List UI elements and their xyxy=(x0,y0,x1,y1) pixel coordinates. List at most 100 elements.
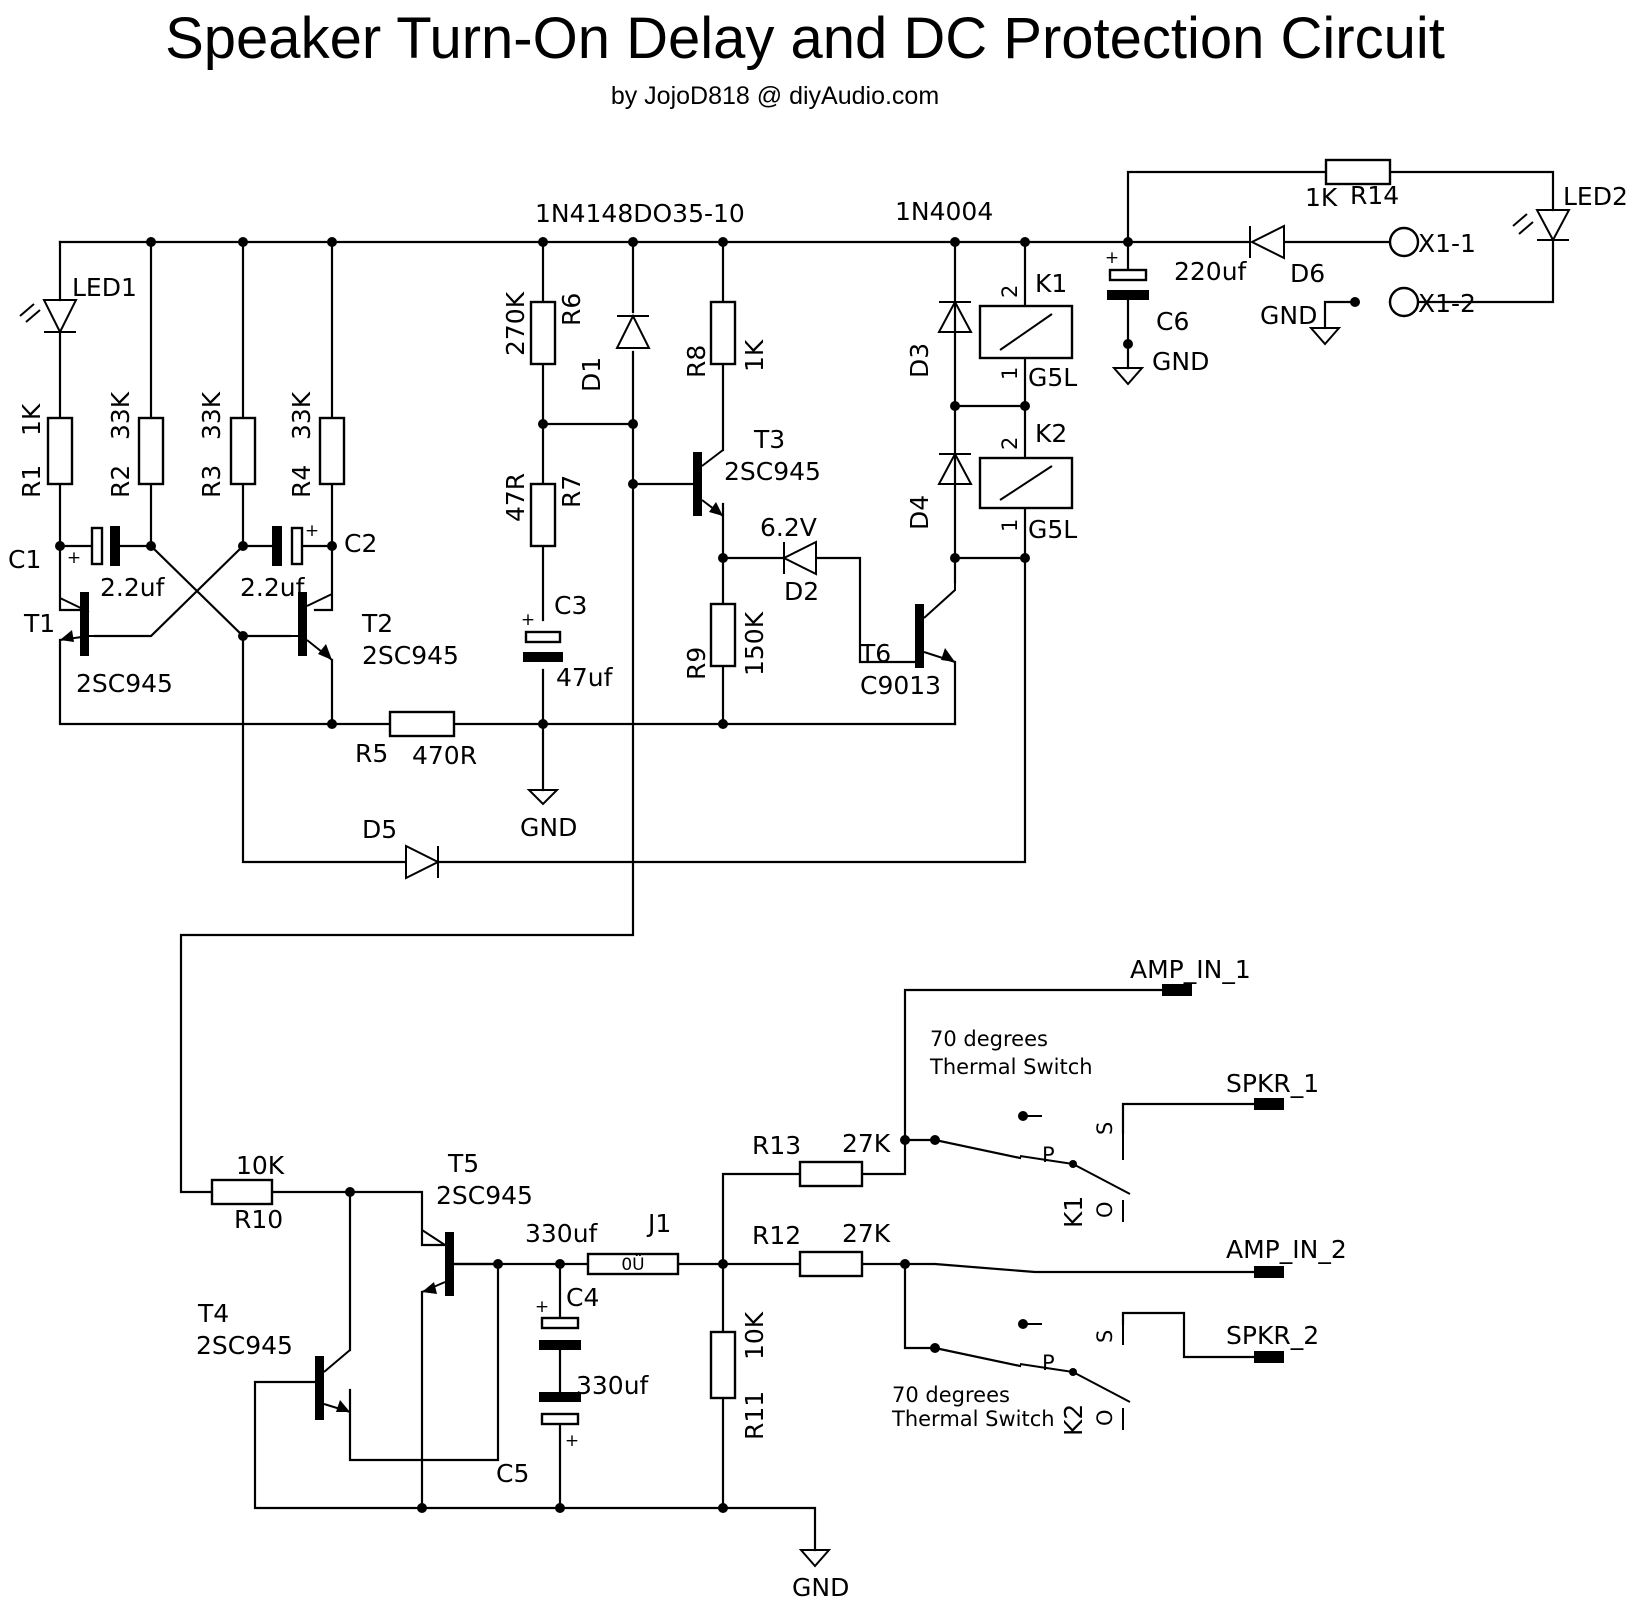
diode-d3 xyxy=(937,299,973,333)
capacitor-c3-plate xyxy=(524,630,562,644)
label-t3: T3 xyxy=(753,425,785,454)
label-j1-c4v: 330uf xyxy=(525,1219,599,1248)
label-r1: R1 xyxy=(17,465,46,498)
label-t5-type: 2SC945 xyxy=(436,1181,533,1210)
bottom-wires xyxy=(253,988,1256,1552)
label-gnd-c3: GND xyxy=(520,813,577,842)
label-r11v: 10K xyxy=(740,1311,769,1360)
transistor-t3 xyxy=(693,452,702,516)
label-gnd-c6: GND xyxy=(1152,347,1209,376)
label-c2v: 2.2uf xyxy=(240,573,306,602)
label-t6: T6 xyxy=(859,639,891,668)
svg-text:+: + xyxy=(521,610,535,630)
svg-text:+: + xyxy=(305,521,319,541)
label-t4: T4 xyxy=(197,1299,229,1328)
capacitor-c4-neg xyxy=(539,1340,581,1350)
label-k2: K2 xyxy=(1035,419,1067,448)
label-c6v: 220uf xyxy=(1174,257,1248,286)
label-c2: C2 xyxy=(344,529,377,558)
transistors xyxy=(59,449,956,1420)
connectors xyxy=(1162,226,1420,1363)
label-j1: J1 xyxy=(646,1209,671,1238)
junction-dots xyxy=(55,237,1360,1513)
label-r9v: 150K xyxy=(740,611,769,676)
component-labels: LED1 LED2 1K R1 33K R2 33K R3 33K R4 C1 … xyxy=(8,181,1628,1602)
top-wires xyxy=(58,170,1555,1194)
label-r4v: 33K xyxy=(287,391,316,440)
label-t2-type: 2SC945 xyxy=(362,641,459,670)
label-r5: R5 xyxy=(355,739,388,768)
label-r6: R6 xyxy=(557,293,586,326)
resistor-r1 xyxy=(46,416,74,486)
diode-d6 xyxy=(1249,224,1285,260)
transistor-t2 xyxy=(298,592,307,656)
jumper-j1 xyxy=(586,1252,680,1276)
label-r13: R13 xyxy=(752,1131,801,1160)
label-r7v: 47R xyxy=(501,473,530,522)
label-t3-type: 2SC945 xyxy=(724,457,821,486)
resistor-r8 xyxy=(709,300,737,366)
diode-d1 xyxy=(615,313,651,349)
label-r8v: 1K xyxy=(740,339,769,372)
label-k1-switch: K1 xyxy=(1059,1196,1088,1228)
led1-symbol xyxy=(42,299,78,335)
svg-text:+: + xyxy=(1105,248,1119,268)
gnd-symbol-c6 xyxy=(1111,367,1145,386)
resistor-r13 xyxy=(798,1160,864,1188)
label-c3v: 47uf xyxy=(556,663,614,692)
svg-text:P: P xyxy=(1042,1143,1055,1167)
label-t1-type: 2SC945 xyxy=(76,669,173,698)
relays xyxy=(978,304,1074,510)
gnd-symbol-x1 xyxy=(1308,327,1342,346)
diodes xyxy=(19,209,1571,880)
svg-text:+: + xyxy=(535,1297,549,1317)
label-d2: D2 xyxy=(784,577,819,606)
svg-text:+: + xyxy=(67,548,81,568)
svg-text:1: 1 xyxy=(998,367,1022,380)
capacitor-c1-plate xyxy=(90,526,104,566)
transistor-t1 xyxy=(80,592,89,656)
capacitor-c6-neg xyxy=(1107,290,1149,300)
gnd-symbol-bottom xyxy=(798,1549,832,1568)
capacitor-c1-neg xyxy=(110,526,120,566)
capacitor-c4-plate xyxy=(540,1316,580,1330)
label-t4-type: 2SC945 xyxy=(196,1331,293,1360)
label-c1: C1 xyxy=(8,545,41,574)
svg-text:P: P xyxy=(1042,1351,1055,1375)
diode-d4 xyxy=(937,451,973,485)
label-r2v: 33K xyxy=(106,391,135,440)
label-thermal1-line2: Thermal Switch xyxy=(929,1055,1093,1079)
capacitor-c2-neg xyxy=(272,526,282,566)
svg-text:2: 2 xyxy=(998,437,1022,450)
terminal-x1-1 xyxy=(1388,226,1420,258)
led1-rays xyxy=(19,303,41,323)
label-r3v: 33K xyxy=(197,391,226,440)
label-r7: R7 xyxy=(557,475,586,508)
label-r14: R14 xyxy=(1350,181,1399,210)
transistor-t5 xyxy=(445,1232,454,1296)
resistor-r10 xyxy=(210,1178,274,1206)
polarity-marks: + + + + + + xyxy=(67,248,1119,1451)
label-thermal2-line1: 70 degrees xyxy=(892,1383,1010,1407)
capacitor-c2-plate xyxy=(290,526,304,566)
resistor-r14 xyxy=(1324,158,1392,186)
label-spkr-2: SPKR_2 xyxy=(1226,1321,1319,1350)
diagram-subtitle: by JojoD818 @ diyAudio.com xyxy=(611,82,939,110)
label-t2: T2 xyxy=(361,609,393,638)
label-r5v: 470R xyxy=(412,741,477,770)
label-thermal2-line2: Thermal Switch xyxy=(891,1407,1055,1431)
label-t5: T5 xyxy=(447,1149,479,1178)
resistor-r3 xyxy=(229,416,257,486)
terminal-x1-2 xyxy=(1388,286,1420,318)
label-r12v: 27K xyxy=(842,1219,891,1248)
resistor-r12 xyxy=(798,1250,864,1278)
label-t6-type: C9013 xyxy=(860,671,941,700)
relay-contacts xyxy=(930,1111,1131,1430)
transistor-t4 xyxy=(315,1356,324,1420)
diagram-title: Speaker Turn-On Delay and DC Protection … xyxy=(165,6,1445,71)
capacitor-c5-neg xyxy=(539,1392,581,1402)
label-k1-g5l: G5L xyxy=(1028,363,1077,392)
label-t1: T1 xyxy=(23,609,55,638)
svg-text:S: S xyxy=(1093,1330,1117,1343)
label-x1-2: X1-2 xyxy=(1418,289,1476,318)
